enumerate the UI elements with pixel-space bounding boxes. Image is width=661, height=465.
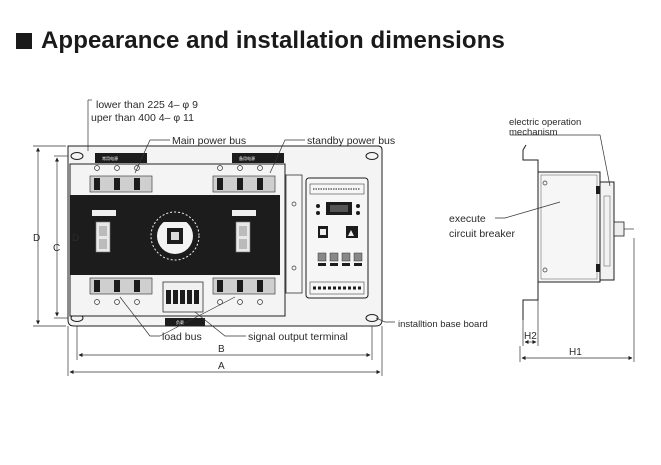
dim-D-label: D xyxy=(33,233,40,244)
svg-text:负载: 负载 xyxy=(176,319,184,325)
controller-unit xyxy=(285,174,369,299)
svg-text:常用电源: 常用电源 xyxy=(102,155,118,161)
page-title: Appearance and installation dimensions xyxy=(41,27,505,54)
svg-text:备用电源: 备用电源 xyxy=(239,155,255,161)
mount-hole-top-right xyxy=(365,152,379,160)
dim-D-inner-label: D xyxy=(72,233,79,244)
signal-output-terminal-label: signal output terminal xyxy=(248,331,348,343)
side-view: electric operation mechanism execute cir… xyxy=(449,117,635,362)
standby-power-bus-label: standby power bus xyxy=(307,135,395,147)
rotary-handle-icon xyxy=(150,211,200,261)
mount-hole-bottom-right xyxy=(365,314,379,322)
dim-H1-label: H1 xyxy=(569,347,582,358)
dim-A-label: A xyxy=(218,361,225,372)
bottom-terminals: 负载 xyxy=(89,277,276,326)
main-power-bus-label: Main power bus xyxy=(172,135,246,147)
dim-C-label: C xyxy=(53,243,60,254)
mount-hole-upper-label: uper than 400 4– φ 11 xyxy=(91,112,194,124)
side-body xyxy=(537,171,601,283)
front-leaders xyxy=(87,99,395,337)
top-terminals: 常用电源 备用电源 xyxy=(89,153,284,193)
dim-B-label: B xyxy=(218,344,225,355)
mount-hole-top-left xyxy=(70,152,84,160)
installation-base-board-label: installtion base board xyxy=(398,319,488,330)
section-heading: Appearance and installation dimensions xyxy=(16,26,505,56)
mount-hole-lower-label: lower than 225 4– φ 9 xyxy=(96,99,198,111)
execute-label-line1: execute xyxy=(449,213,486,225)
front-view: 常用电源 备用电源 xyxy=(33,99,488,376)
heading-square-icon xyxy=(16,33,32,49)
electric-operation-label-line2: mechanism xyxy=(509,127,558,138)
load-bus-label: load bus xyxy=(162,331,202,343)
dim-H2-label: H2 xyxy=(524,331,537,342)
execute-label-line2: circuit breaker xyxy=(449,228,515,240)
electric-operation-label-line1: electric operation xyxy=(509,117,581,128)
